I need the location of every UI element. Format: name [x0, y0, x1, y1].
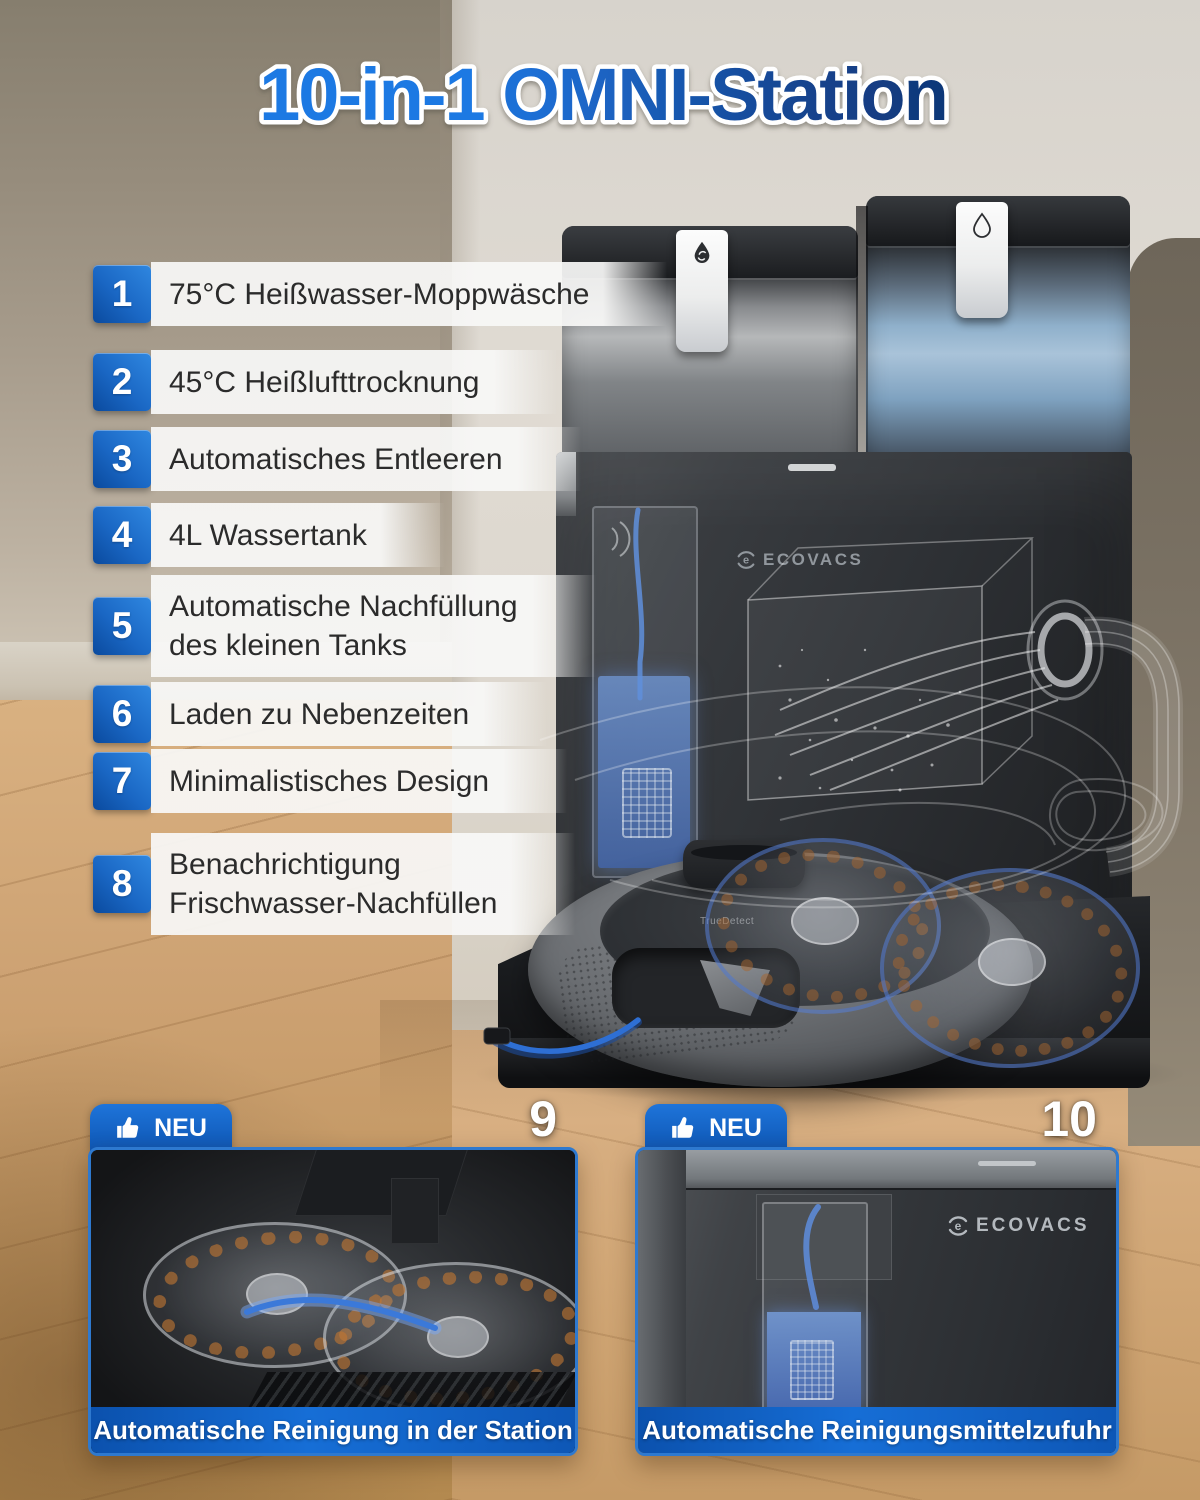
feature-number-badge: 7 — [93, 752, 151, 810]
panel9-caption: Automatische Reinigung in der Station — [91, 1407, 575, 1453]
feature-number-badge: 5 — [93, 597, 151, 655]
feature-number-badge: 8 — [93, 855, 151, 913]
feature-label: 4L Wassertank — [151, 503, 445, 567]
title-part2: OMNI-Station — [502, 53, 947, 136]
feature-item-3: 3 Automatisches Entleeren — [93, 427, 581, 491]
panel10-side-pillar — [638, 1150, 686, 1453]
neu-label: NEU — [709, 1113, 762, 1142]
panel10-solution-liquid — [767, 1312, 861, 1408]
svg-text:e: e — [743, 555, 749, 567]
feature-number-badge: 4 — [93, 506, 151, 564]
feature-item-4: 4 4L Wassertank — [93, 503, 445, 567]
panel10-top-band — [686, 1150, 1116, 1190]
clean-tank-handle — [956, 202, 1008, 318]
page-title: 10-in-1 OMNI-Station — [255, 49, 954, 141]
panel10-brand-logo: e ECOVACS — [946, 1214, 1090, 1238]
detail-panel-10: Automatische Reinigungsmittelzufuhr — [635, 1147, 1119, 1456]
water-droplet-icon — [973, 212, 991, 238]
feature-label: Benachrichtigung Frischwasser-Nachfüllen — [151, 833, 576, 935]
feature-item-7: 7 Minimalistisches Design — [93, 749, 568, 813]
panel10-status-light — [978, 1161, 1036, 1166]
panel10-tube — [803, 1204, 821, 1310]
panel9-number: 9 — [529, 1091, 557, 1147]
detail-panel-9: Automatische Reinigung in der Station — [88, 1147, 578, 1456]
feature-number-badge: 6 — [93, 685, 151, 743]
water-jet — [240, 1293, 442, 1335]
feature-label: 75°C Heißwasser-Moppwäsche — [151, 262, 668, 326]
station-brand-logo: e ECOVACS — [735, 549, 863, 571]
feature-label: Automatisches Entleeren — [151, 427, 581, 491]
tank-divider — [856, 206, 868, 474]
feature-number-badge: 1 — [93, 265, 151, 323]
feature-item-6: 6 Laden zu Nebenzeiten — [93, 682, 548, 746]
solution-droplet-icon — [694, 241, 710, 263]
svg-text:e: e — [955, 1219, 962, 1233]
panel10-tank-frame — [756, 1194, 892, 1280]
svg-text:10-in-1 OMNI-Station: 10-in-1 OMNI-Station — [259, 53, 947, 136]
brand-text: ECOVACS — [763, 550, 864, 569]
feature-item-8: 8 Benachrichtigung Frischwasser-Nachfüll… — [93, 833, 576, 935]
thumbs-up-icon — [672, 1117, 694, 1138]
solution-filter-basket — [622, 768, 672, 838]
station-status-light — [788, 464, 836, 471]
panel9-station-flap — [294, 1150, 470, 1216]
ecovacs-arc-icon: e — [737, 551, 755, 569]
title-part1: 10-in-1 — [259, 53, 502, 136]
feature-label: Minimalistisches Design — [151, 749, 568, 813]
ecovacs-arc-icon: e — [948, 1216, 968, 1236]
brand-text: ECOVACS — [976, 1215, 1090, 1236]
feature-item-5: 5 Automatische Nachfüllung des kleinen T… — [93, 575, 596, 677]
feature-label: Automatische Nachfüllung des kleinen Tan… — [151, 575, 596, 677]
panel10-number: 10 — [1041, 1091, 1097, 1147]
feature-label: Laden zu Nebenzeiten — [151, 682, 548, 746]
thumbs-up-icon — [117, 1117, 139, 1138]
mop-pad-ghost-right — [880, 868, 1140, 1068]
panel10-filter-basket — [790, 1340, 834, 1400]
feature-number-badge: 2 — [93, 353, 151, 411]
feature-number-badge: 3 — [93, 430, 151, 488]
neu-badge-panel10: NEU — [645, 1104, 787, 1152]
neu-label: NEU — [154, 1113, 207, 1142]
panel9-station-arm — [391, 1178, 439, 1244]
neu-badge-panel9: NEU — [90, 1104, 232, 1152]
feature-item-2: 2 45°C Heißlufttrocknung — [93, 350, 558, 414]
dirty-tank-handle — [676, 230, 728, 352]
feature-label: 45°C Heißlufttrocknung — [151, 350, 558, 414]
panel10-caption: Automatische Reinigungsmittelzufuhr — [638, 1407, 1116, 1453]
feature-item-1: 1 75°C Heißwasser-Moppwäsche — [93, 262, 668, 326]
